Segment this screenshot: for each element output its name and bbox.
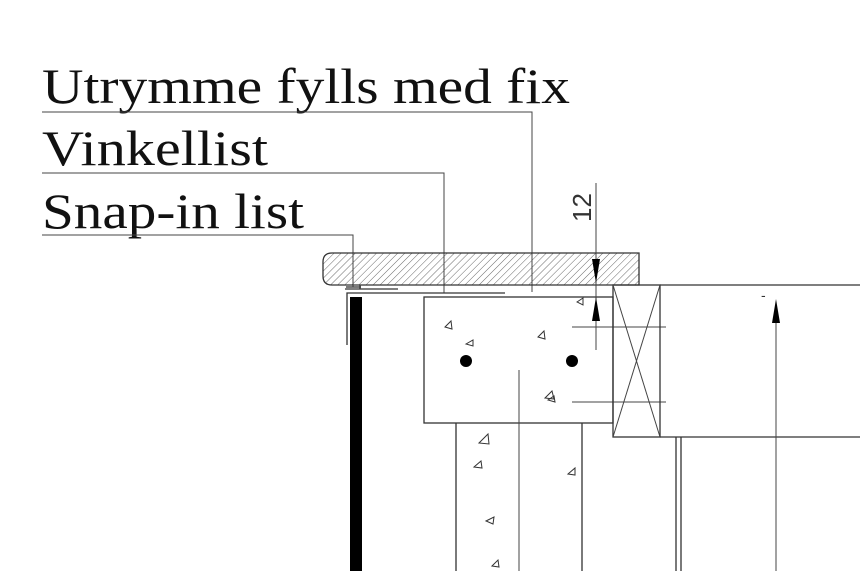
- snap-in-strip: [345, 285, 398, 290]
- height-arrow: -: [761, 287, 780, 571]
- minus-mark: -: [761, 287, 766, 303]
- angle-strip: [346, 292, 505, 345]
- rebar-right: [566, 355, 578, 367]
- countertop: [322, 252, 640, 286]
- concrete-column: [455, 423, 583, 571]
- leader-filler: [42, 111, 533, 292]
- right-beam: [660, 284, 860, 571]
- concrete-aggregate: [444, 297, 584, 568]
- leader-snap-in: [42, 234, 354, 287]
- label-snap-in: Snap-in list: [42, 183, 304, 239]
- rebar-left: [460, 355, 472, 367]
- dimension-gap: 12: [567, 183, 600, 350]
- dimension-label: 12: [567, 193, 597, 222]
- cabinet-panel: [350, 297, 362, 571]
- label-angle-strip: Vinkellist: [42, 120, 268, 176]
- label-filler: Utrymme fylls med fix: [42, 58, 570, 114]
- wood-block: [612, 284, 661, 438]
